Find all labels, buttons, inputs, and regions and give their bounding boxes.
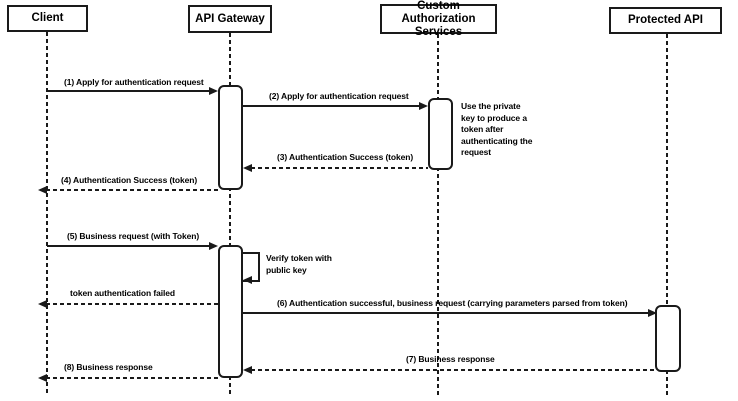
activation-custom-authorization-services (428, 98, 453, 170)
activation-api-gateway-business (218, 245, 243, 378)
message-4-arrowhead-icon (38, 186, 47, 194)
note-private-key: Use the private key to produce a token a… (461, 101, 533, 157)
message-5-line (47, 245, 210, 247)
message-6-line (243, 312, 649, 314)
lifeline-client (46, 32, 48, 395)
message-2-line (243, 105, 420, 107)
participant-protected-api-label: Protected API (628, 14, 703, 26)
message-3-line (251, 167, 428, 169)
participant-api-gateway-label: API Gateway (195, 12, 265, 25)
message-3-label: (3) Authentication Success (token) (277, 152, 414, 162)
activation-api-gateway-auth (218, 85, 243, 190)
activation-protected-api (655, 305, 681, 372)
message-token-failed-label: token authentication failed (70, 288, 175, 298)
message-7-line (251, 369, 656, 371)
message-2-label: (2) Apply for authentication request (269, 91, 409, 101)
participant-custom-authorization-services: Custom Authorization Services (380, 0, 497, 38)
message-4-line (46, 189, 218, 191)
message-3-arrowhead-icon (243, 164, 252, 172)
message-1-arrowhead-icon (209, 87, 218, 95)
message-7-label: (7) Business response (406, 354, 495, 364)
message-1-label: (1) Apply for authentication request (64, 77, 204, 87)
participant-custom-authorization-services-label: Custom Authorization Services (401, 0, 476, 38)
lifeline-protected-api (666, 34, 668, 395)
participant-client: Client (7, 5, 88, 32)
message-5-label: (5) Business request (with Token) (67, 231, 200, 241)
message-token-failed-line (46, 303, 218, 305)
message-7-arrowhead-icon (243, 366, 252, 374)
participant-protected-api: Protected API (609, 7, 722, 34)
lifeline-api-gateway (229, 33, 231, 395)
message-5-arrowhead-icon (209, 242, 218, 250)
message-token-failed-arrowhead-icon (38, 300, 47, 308)
message-2-arrowhead-icon (419, 102, 428, 110)
lifeline-custom-authorization-services (437, 34, 439, 395)
message-6-arrowhead-icon (648, 309, 657, 317)
self-message-arrowhead-icon (243, 276, 252, 284)
message-4-label: (4) Authentication Success (token) (61, 175, 198, 185)
message-8-arrowhead-icon (38, 374, 47, 382)
message-1-line (47, 90, 210, 92)
self-message-label: Verify token with public key (266, 253, 332, 275)
message-8-label: (8) Business response (64, 362, 153, 372)
participant-api-gateway: API Gateway (188, 5, 272, 33)
message-6-label: (6) Authentication successful, business … (277, 298, 628, 308)
message-8-line (46, 377, 218, 379)
participant-client-label: Client (31, 12, 64, 24)
